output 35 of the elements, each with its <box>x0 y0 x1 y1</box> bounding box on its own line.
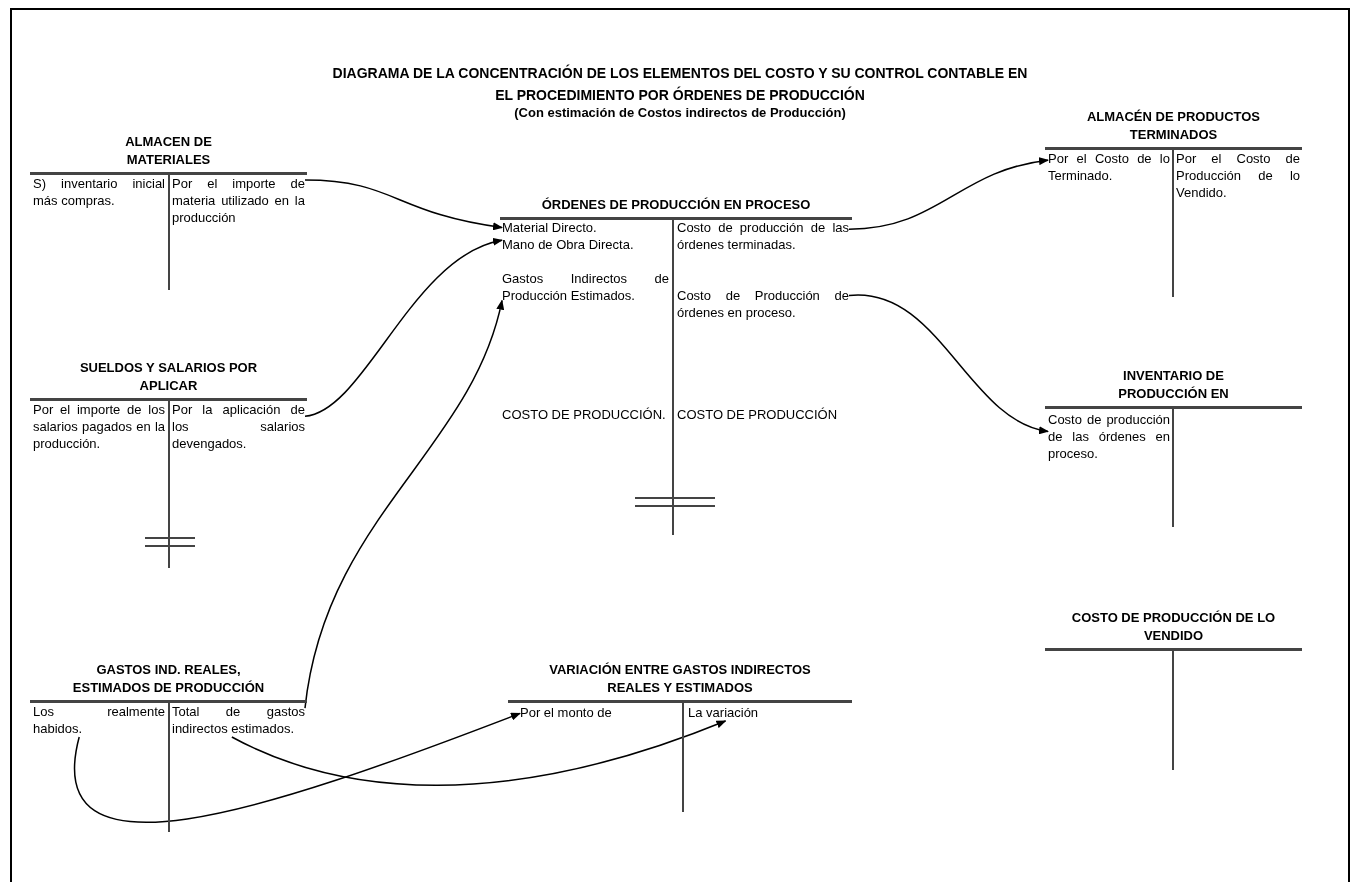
arrow <box>848 157 1049 230</box>
account-entry: S) inventario inicial más compras. <box>33 175 165 209</box>
account-entry: Total de gastos indirectos estimados. <box>172 703 305 737</box>
account-entry: Costo de producción de las órdenes en proceso. <box>1048 411 1170 462</box>
diagram-title: DIAGRAMA DE LA CONCENTRACIÓN DE LOS ELEMENTOS DEL COSTO Y SU CONTROL CONTABLE EN EL PROCEDIMIENTO POR ÓRDENES DE PRODUCCIÓN <box>331 63 1029 105</box>
account-entry: Los realmente habidos. <box>33 703 165 737</box>
arrow <box>848 294 1049 433</box>
account-title: ÓRDENES DE PRODUCCIÓN EN PROCESO <box>540 196 812 214</box>
account-entry: La variación <box>688 704 838 721</box>
account-title: GASTOS IND. REALES, ESTIMADOS DE PRODUCCIÓN <box>71 661 266 697</box>
arrow <box>304 239 503 418</box>
account-title: ALMACÉN DE PRODUCTOS TERMINADOS <box>1085 108 1262 144</box>
arrow <box>73 712 521 824</box>
subtitle: (Con estimación de Costos indirectos de Producción) <box>513 104 847 122</box>
account-entry: Por el Costo de lo Terminado. <box>1048 150 1170 184</box>
account-title: COSTO DE PRODUCCIÓN DE LO VENDIDO <box>1070 609 1277 645</box>
account-title: ALMACEN DE MATERIALES <box>124 133 213 169</box>
account-entry: Por el Costo de Producción de lo Vendido. <box>1176 150 1300 201</box>
arrow <box>304 179 503 230</box>
account-entry: Por el monto de <box>520 704 678 721</box>
account-title: INVENTARIO DE PRODUCCIÓN EN <box>1117 367 1230 403</box>
account-title: VARIACIÓN ENTRE GASTOS INDIRECTOS REALES Y ESTIMADOS <box>548 661 812 697</box>
account-entry: Costo de producción de las órdenes terminadas. <box>677 219 849 253</box>
account-entry: Mano de Obra Directa. <box>502 236 669 253</box>
account-entry: Por el importe de los salarios pagados en la producción. <box>33 401 165 452</box>
account-title: SUELDOS Y SALARIOS POR APLICAR <box>78 359 259 395</box>
account-entry: Por la aplicación de los salarios devengados. <box>172 401 305 452</box>
account-entry: Por el importe de materia utilizado en la producción <box>172 175 305 226</box>
account-entry: COSTO DE PRODUCCIÓN <box>677 400 849 430</box>
arrow <box>231 720 727 786</box>
account-entry: Material Directo. <box>502 219 669 236</box>
account-entry: Costo de Producción de órdenes en proceso. <box>677 287 849 321</box>
account-entry: COSTO DE PRODUCCIÓN. <box>502 400 669 430</box>
account-entry: Gastos Indirectos de Producción Estimados. <box>502 270 669 304</box>
arrow <box>304 299 504 709</box>
